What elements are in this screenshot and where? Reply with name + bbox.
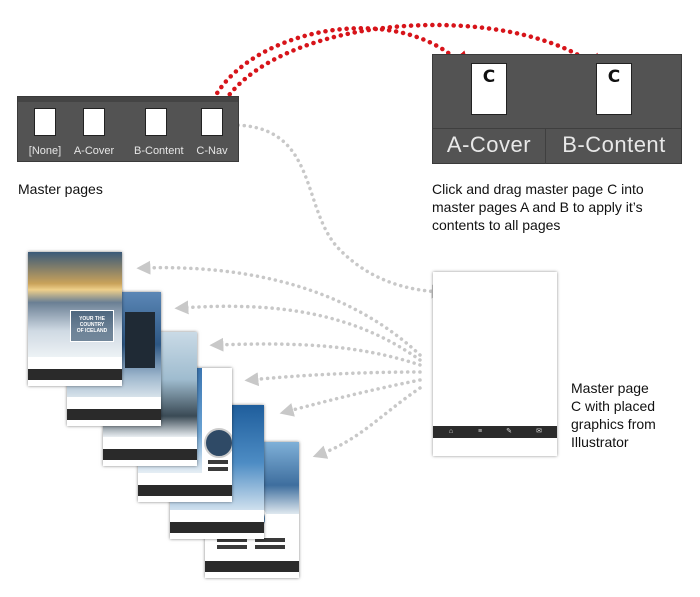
applied-master-badge: C xyxy=(607,67,621,87)
caption-line: Illustrator xyxy=(571,434,629,450)
master-item-none[interactable]: [None] xyxy=(23,108,67,157)
headline-line: OF ICELAND xyxy=(76,328,108,334)
text-line xyxy=(208,460,228,464)
master-page-c: ⌂ ≡ ✎ ✉ xyxy=(433,272,557,456)
nav-bar xyxy=(205,561,299,572)
apply-arrow-1 xyxy=(136,260,422,357)
drag-arrow-to-a-cover xyxy=(205,25,471,115)
text-line xyxy=(255,545,285,549)
page-thumbnail xyxy=(145,108,167,136)
master-item-b-content-zoomed[interactable]: C B-Content xyxy=(558,63,670,158)
caption-line: C with placed xyxy=(571,398,656,414)
caption-line: master pages A and B to apply it’s xyxy=(432,199,643,215)
panel-divider-vertical xyxy=(545,128,546,164)
master-c-caption: Master page C with placed graphics from … xyxy=(571,379,656,451)
master-pages-panel: [None] A-Cover B-Content C-Nav xyxy=(17,96,239,162)
master-item-label: A-Cover xyxy=(73,145,115,157)
mail-icon: ✉ xyxy=(536,428,542,435)
text-line xyxy=(255,538,285,542)
master-pages-zoomed-panel: C A-Cover C B-Content xyxy=(432,54,682,164)
nav-bar xyxy=(170,522,264,533)
nav-bar xyxy=(67,409,161,420)
nav-bar xyxy=(138,485,232,496)
photo-badge xyxy=(204,428,232,458)
headline-line: YOUR THE xyxy=(79,316,105,322)
caption-line: graphics from xyxy=(571,416,656,432)
list-icon: ≡ xyxy=(477,428,483,435)
text-panel xyxy=(125,312,155,368)
drag-arrow-to-b-content xyxy=(215,22,607,115)
apply-arrow-6 xyxy=(312,386,422,459)
nav-bar: ⌂ ≡ ✎ ✉ xyxy=(433,426,557,438)
master-item-a-cover[interactable]: A-Cover xyxy=(72,108,116,157)
text-line xyxy=(217,545,247,549)
text-line xyxy=(208,467,228,471)
page-thumbnail: C xyxy=(596,63,632,115)
page-thumbnail xyxy=(83,108,105,136)
cover-headline: YOUR THE COUNTRY OF ICELAND xyxy=(70,310,114,342)
nav-bar xyxy=(28,369,122,380)
master-item-label: C-Nav xyxy=(196,145,228,157)
drag-instructions-caption: Click and drag master page C into master… xyxy=(432,180,644,234)
apply-arrow-5 xyxy=(279,378,422,417)
master-item-label: B-Content xyxy=(134,145,184,157)
master-item-label: A-Cover xyxy=(446,132,532,157)
apply-arrow-2 xyxy=(174,300,422,362)
nav-bar xyxy=(103,449,197,460)
caption-line: Click and drag master page C into xyxy=(432,181,644,197)
master-item-c-nav[interactable]: C-Nav xyxy=(190,108,234,157)
edit-icon: ✎ xyxy=(506,428,512,435)
panel-top-bar xyxy=(18,97,238,102)
home-icon: ⌂ xyxy=(448,428,454,435)
caption-line: Master page xyxy=(571,380,649,396)
c-nav-to-master-c-arrow xyxy=(230,123,446,299)
caption-line: contents to all pages xyxy=(432,217,561,233)
page-thumbnail: C xyxy=(471,63,507,115)
panel-divider xyxy=(433,128,681,129)
master-item-a-cover-zoomed[interactable]: C A-Cover xyxy=(433,63,545,158)
master-item-label: [None] xyxy=(28,145,62,157)
document-page-1-cover: YOUR THE COUNTRY OF ICELAND xyxy=(28,252,122,386)
headline-line: COUNTRY xyxy=(79,322,105,328)
text-line xyxy=(217,538,247,542)
page-thumbnail xyxy=(201,108,223,136)
page-thumbnail xyxy=(34,108,56,136)
apply-arrow-4 xyxy=(244,370,422,387)
master-item-b-content[interactable]: B-Content xyxy=(134,108,184,157)
master-item-label: B-Content xyxy=(562,132,666,157)
applied-master-badge: C xyxy=(482,67,496,87)
master-pages-caption: Master pages xyxy=(18,181,103,197)
apply-arrow-3 xyxy=(209,337,422,367)
